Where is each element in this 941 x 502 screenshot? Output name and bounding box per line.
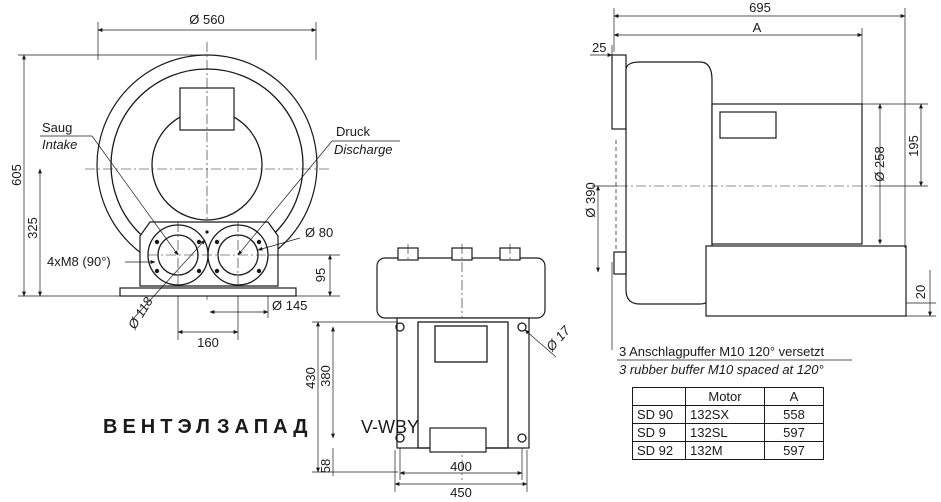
dim-flange-25: 25 bbox=[592, 40, 606, 55]
watermark: ВЕНТЭЛ ЗАПАД V-WBY bbox=[103, 416, 419, 438]
motor-table: Motor A SD 90 132SX 558 SD 9 132SL 597 S… bbox=[632, 387, 824, 460]
label-intake-en: Intake bbox=[42, 137, 77, 152]
table-row: SD 90 132SX 558 bbox=[632, 405, 824, 424]
note-buffer-de: 3 Anschlagpuffer M10 120° versetzt bbox=[619, 344, 825, 359]
terminal-box-side bbox=[719, 111, 777, 139]
dim-center-325: 325 bbox=[25, 217, 40, 239]
table-header-cell: A bbox=[764, 387, 824, 406]
side-flange bbox=[611, 54, 627, 130]
terminal-box-plan bbox=[434, 325, 488, 363]
table-cell: 597 bbox=[764, 441, 824, 460]
bottom-view: 430 380 58 400 450 Ø 17 bbox=[303, 244, 574, 500]
dim-housing-390: Ø 390 bbox=[583, 182, 598, 217]
dim-foot-20: 20 bbox=[913, 285, 928, 299]
dim-width-560: Ø 560 bbox=[189, 12, 224, 27]
watermark-brand-3: V-WBY bbox=[361, 417, 419, 437]
side-view: 695 A 25 Ø 258 195 Ø 390 20 3 Anschlagpu… bbox=[583, 0, 936, 377]
base-plate bbox=[119, 287, 297, 297]
housing-plan bbox=[376, 257, 546, 319]
housing-side bbox=[625, 61, 713, 305]
dim-height-195: 195 bbox=[906, 135, 921, 157]
dim-base-58: 58 bbox=[318, 459, 333, 473]
label-bolts: 4xM8 (90°) bbox=[47, 254, 111, 269]
table-row: SD 92 132M 597 bbox=[632, 441, 824, 460]
dim-145: Ø 145 bbox=[272, 298, 307, 313]
label-intake-de: Saug bbox=[42, 120, 72, 135]
dim-length-695: 695 bbox=[749, 0, 771, 15]
flange-block bbox=[139, 221, 279, 287]
table-cell: SD 9 bbox=[632, 423, 686, 442]
table-header-cell: Motor bbox=[685, 387, 765, 406]
table-cell: 132SX bbox=[685, 405, 765, 424]
table-header-cell bbox=[632, 387, 686, 406]
dim-spacing-160: 160 bbox=[197, 335, 219, 350]
table-cell: 132SL bbox=[685, 423, 765, 442]
table-cell: SD 90 bbox=[632, 405, 686, 424]
table-row: SD 9 132SL 597 bbox=[632, 423, 824, 442]
dim-height-430: 430 bbox=[303, 367, 318, 389]
dim-motor-258: Ø 258 bbox=[872, 146, 887, 181]
dim-length-a: A bbox=[753, 20, 762, 35]
dim-width-400: 400 bbox=[450, 459, 472, 474]
flange-bolts bbox=[154, 230, 262, 274]
table-cell: 132M bbox=[685, 441, 765, 460]
table-cell: 597 bbox=[764, 423, 824, 442]
dim-foot-95: 95 bbox=[313, 268, 328, 282]
note-buffer-en: 3 rubber buffer M10 spaced at 120° bbox=[619, 362, 824, 377]
label-discharge-en: Discharge bbox=[334, 142, 393, 157]
watermark-brand-2: ЗАПАД bbox=[217, 416, 313, 438]
motor-plan bbox=[396, 317, 530, 449]
dim-hole-17: Ø 17 bbox=[542, 322, 573, 354]
base-side bbox=[705, 245, 907, 317]
dim-flange-80: Ø 80 bbox=[305, 225, 333, 240]
dim-height-380: 380 bbox=[318, 365, 333, 387]
label-discharge-de: Druck bbox=[336, 124, 370, 139]
front-view: Ø 560 605 325 95 160 Ø 145 Ø 118 Ø 80 4x… bbox=[9, 12, 400, 350]
dim-118: Ø 118 bbox=[124, 294, 156, 333]
table-header-row: Motor A bbox=[632, 387, 824, 406]
dim-height-605: 605 bbox=[9, 164, 24, 186]
dim-width-450: 450 bbox=[450, 485, 472, 500]
table-cell: SD 92 bbox=[632, 441, 686, 460]
watermark-brand-1: ВЕНТЭЛ bbox=[103, 416, 215, 438]
table-cell: 558 bbox=[764, 405, 824, 424]
